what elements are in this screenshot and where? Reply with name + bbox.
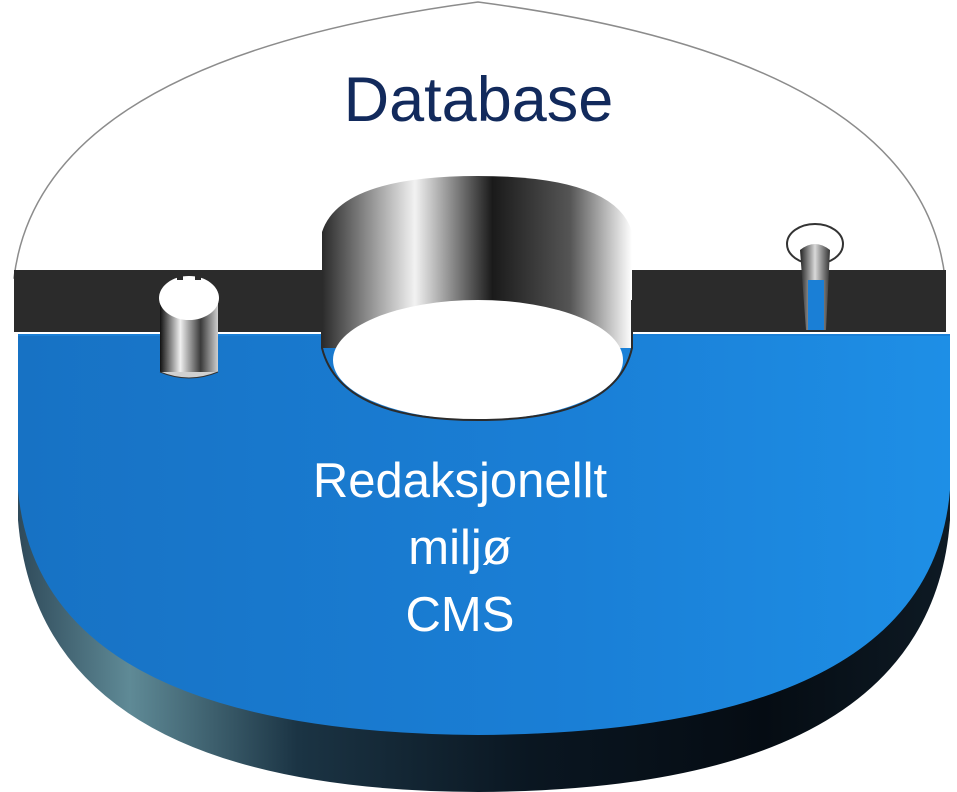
center-hole [322,176,632,348]
cms-label: Redaksjonellt miljø CMS [250,448,670,649]
cms-label-line-2: miljø [408,521,512,575]
cms-segment [18,335,950,735]
left-pin [159,270,219,379]
cms-label-line-1: Redaksjonellt [312,454,608,508]
database-label: Database [343,65,614,135]
cms-label-line-3: CMS [405,588,515,642]
database-segment [13,1,946,279]
right-slot [786,223,844,330]
